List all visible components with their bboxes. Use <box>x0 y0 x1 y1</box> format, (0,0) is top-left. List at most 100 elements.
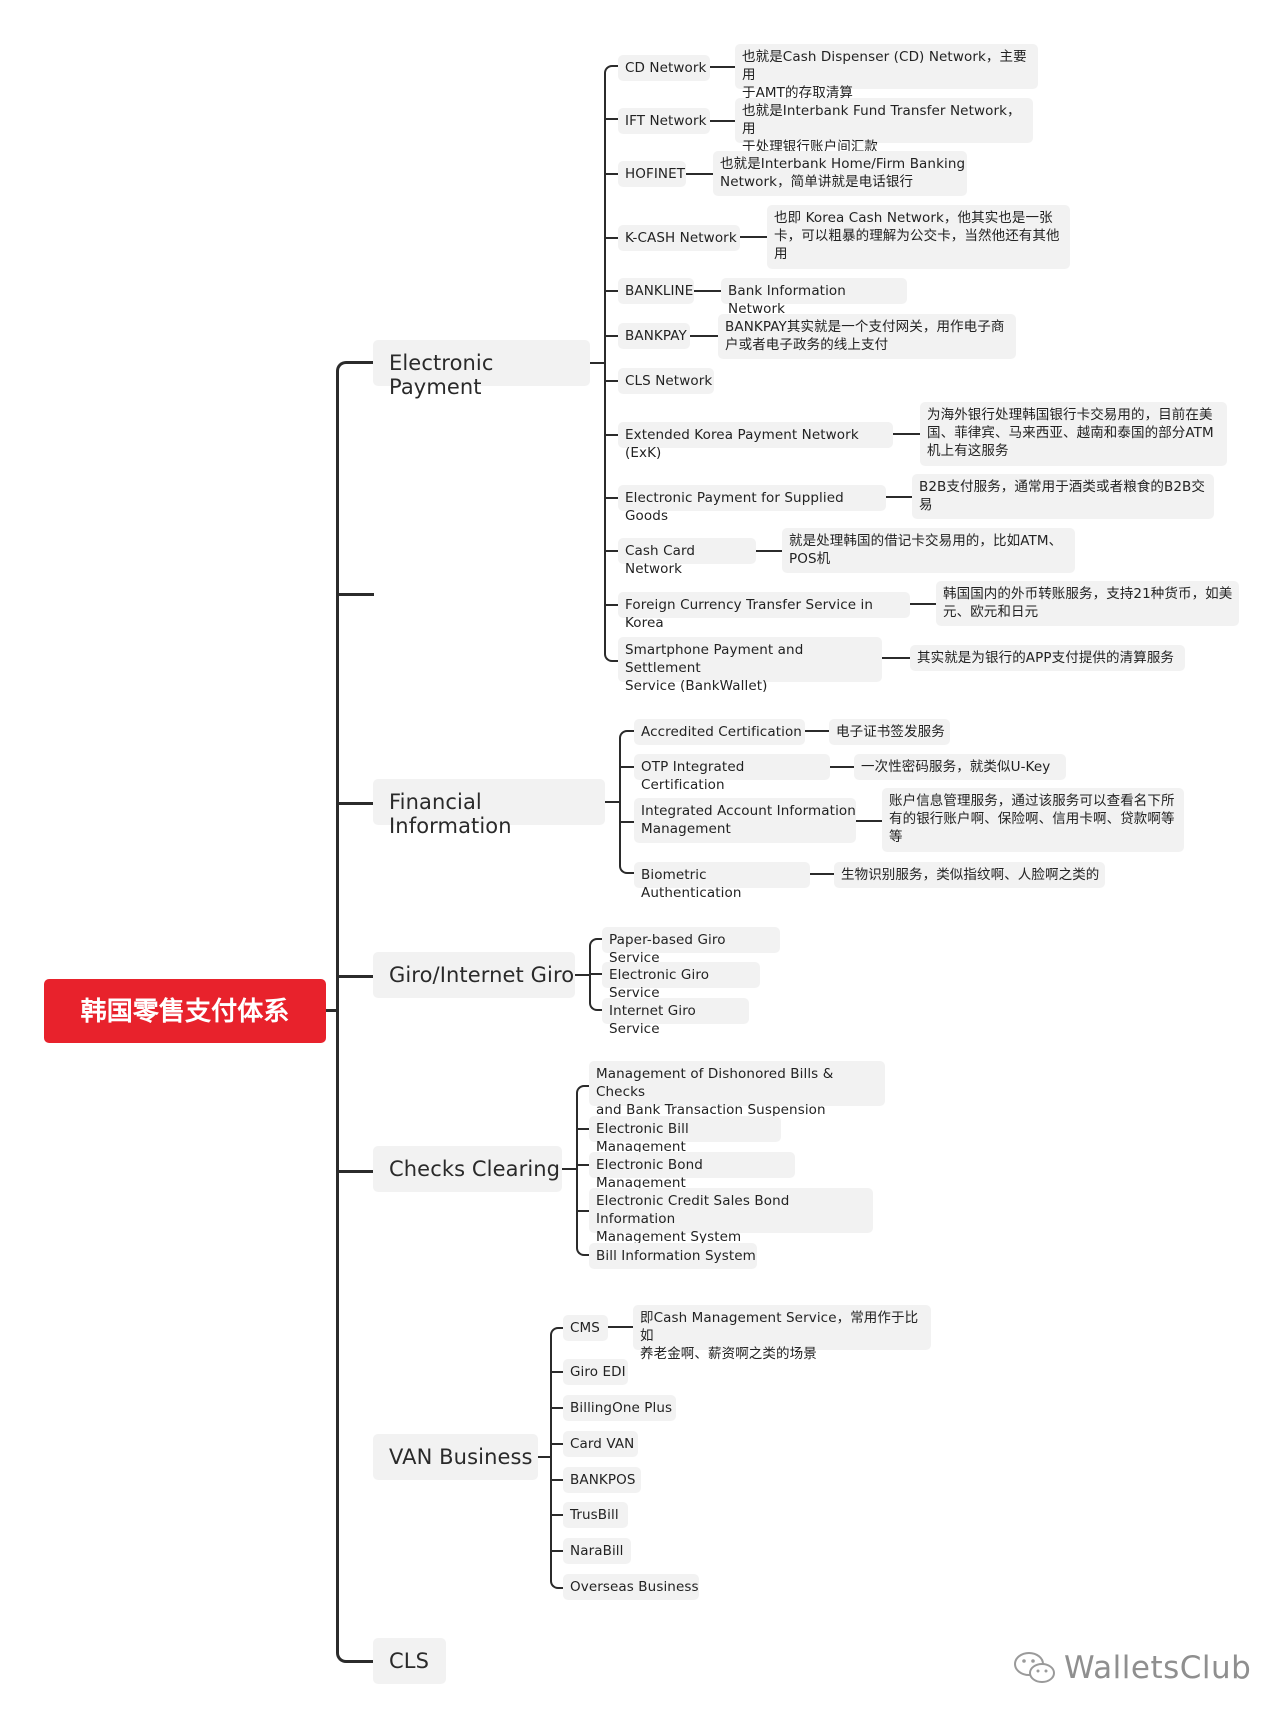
children-bracket <box>604 65 618 662</box>
node-label: HOFINET <box>625 166 686 182</box>
note-accredited-certification: 电子证书签发服务 <box>829 719 950 745</box>
branch-connector <box>337 593 374 596</box>
note-foreign-currency-transfer-service: 韩国国内的外币转账服务，支持21种货币，如美 元、欧元和日元 <box>936 581 1239 626</box>
node-label: IFT Network <box>625 113 707 129</box>
branch-connector <box>337 975 374 978</box>
node-label: K-CASH Network <box>625 230 737 246</box>
child-connector <box>576 1210 591 1212</box>
child-connector <box>604 290 618 292</box>
node-otp-integrated-certification: OTP Integrated Certification <box>634 754 830 793</box>
note-connector <box>690 335 718 337</box>
node-cd-network: CD Network <box>618 55 710 81</box>
note-text: 也就是Interbank Fund Transfer Network，用 于处理… <box>742 103 1021 155</box>
node-label: CD Network <box>625 60 707 76</box>
child-connector <box>619 766 634 768</box>
branch-label: VAN Business <box>389 1445 533 1469</box>
node-bankline: BANKLINE <box>618 278 694 304</box>
children-bracket <box>550 1327 565 1589</box>
node-k-cash-network: K-CASH Network <box>618 225 740 251</box>
note-text: 其实就是为银行的APP支付提供的清算服务 <box>917 650 1175 666</box>
child-connector <box>604 118 618 120</box>
child-connector <box>604 497 618 499</box>
note-biometric-authentication: 生物识别服务，类似指纹啊、人脸啊之类的 <box>834 862 1105 888</box>
node-card-van: Card VAN <box>563 1431 638 1457</box>
note-text: 就是处理韩国的借记卡交易用的，比如ATM、 POS机 <box>789 533 1063 567</box>
child-connector <box>550 1443 565 1445</box>
child-connector <box>604 173 618 175</box>
note-cash-card-network: 就是处理韩国的借记卡交易用的，比如ATM、 POS机 <box>782 528 1075 573</box>
note-extended-korea-payment-network: 为海外银行处理韩国银行卡交易用的，目前在美 国、菲律宾、马来西亚、越南和泰国的部… <box>920 402 1227 466</box>
note-cms: 即Cash Management Service，常用作于比如 养老金啊、薪资啊… <box>633 1305 931 1362</box>
note-connector <box>686 173 713 175</box>
root-trunk <box>336 361 374 1663</box>
note-k-cash-network: 也即 Korea Cash Network，他其实也是一张 卡，可以粗暴的理解为… <box>767 205 1070 269</box>
child-connector <box>550 1514 565 1516</box>
branch-van-business: VAN Business <box>373 1434 538 1480</box>
node-label: Smartphone Payment and Settlement Servic… <box>625 642 804 694</box>
node-label: Overseas Business <box>570 1579 699 1595</box>
node-integrated-account-information-management: Integrated Account Information Managemen… <box>634 798 856 843</box>
child-connector <box>550 1371 565 1373</box>
note-bankline: Bank Information Network <box>721 278 907 317</box>
note-text: 也即 Korea Cash Network，他其实也是一张 卡，可以粗暴的理解为… <box>774 210 1060 262</box>
node-internet-giro-service: Internet Giro Service <box>602 998 749 1037</box>
note-connector <box>710 120 735 122</box>
child-connector <box>550 1550 565 1552</box>
branch-cls: CLS <box>373 1638 446 1684</box>
note-connector <box>886 496 912 498</box>
node-label: BANKLINE <box>625 283 694 299</box>
node-electronic-credit-sales-bond: Electronic Credit Sales Bond Information… <box>589 1188 873 1245</box>
branch-connector <box>337 802 374 805</box>
note-connector <box>608 1326 633 1328</box>
branch-connector <box>590 362 606 364</box>
note-connector <box>810 873 834 875</box>
note-text: 为海外银行处理韩国银行卡交易用的，目前在美 国、菲律宾、马来西亚、越南和泰国的部… <box>927 407 1214 459</box>
branch-connector <box>538 1456 552 1458</box>
node-electronic-giro-service: Electronic Giro Service <box>602 962 760 1001</box>
node-cash-card-network: Cash Card Network <box>618 538 756 577</box>
note-electronic-payment-for-supplied-goods: B2B支付服务，通常用于酒类或者粮食的B2B交 易 <box>912 474 1214 519</box>
node-billingone-plus: BillingOne Plus <box>563 1395 676 1421</box>
note-text: BANKPAY其实就是一个支付网关，用作电子商 户或者电子政务的线上支付 <box>725 319 1005 353</box>
node-label: Cash Card Network <box>625 543 696 577</box>
child-connector <box>576 1164 591 1166</box>
note-text: B2B支付服务，通常用于酒类或者粮食的B2B交 易 <box>919 479 1206 513</box>
node-label: BillingOne Plus <box>570 1400 673 1416</box>
node-label: TrusBill <box>570 1507 619 1523</box>
node-bill-information-system: Bill Information System <box>589 1243 757 1269</box>
branch-connector <box>337 1170 374 1173</box>
note-text: 电子证书签发服务 <box>836 724 945 740</box>
child-connector <box>576 1128 591 1130</box>
note-connector <box>694 290 721 292</box>
note-connector <box>805 730 829 732</box>
node-label: Integrated Account Information Managemen… <box>641 803 856 837</box>
child-connector <box>604 604 618 606</box>
node-smartphone-payment-bankwallet: Smartphone Payment and Settlement Servic… <box>618 637 882 694</box>
note-cd-network: 也就是Cash Dispenser (CD) Network，主要用 于AMT的… <box>735 44 1038 101</box>
branch-connector <box>605 801 621 803</box>
note-connector <box>893 433 920 435</box>
root-connector <box>326 1009 338 1012</box>
note-text: 即Cash Management Service，常用作于比如 养老金啊、薪资啊… <box>640 1310 919 1362</box>
node-bankpos: BANKPOS <box>563 1467 641 1493</box>
node-biometric-authentication: Biometric Authentication <box>634 862 810 901</box>
child-connector <box>550 1479 565 1481</box>
note-text: 生物识别服务，类似指纹啊、人脸啊之类的 <box>841 867 1100 883</box>
node-label: Electronic Payment for Supplied Goods <box>625 490 844 524</box>
branch-checks-clearing: Checks Clearing <box>373 1146 562 1192</box>
node-trusbill: TrusBill <box>563 1502 628 1528</box>
branch-electronic-payment: Electronic Payment <box>373 340 590 399</box>
node-foreign-currency-transfer-service: Foreign Currency Transfer Service in Kor… <box>618 592 910 631</box>
node-label: NaraBill <box>570 1543 624 1559</box>
note-connector <box>856 820 882 822</box>
node-label: Electronic Giro Service <box>609 967 710 1001</box>
note-connector <box>910 603 936 605</box>
branch-label: Giro/Internet Giro <box>389 963 575 987</box>
node-label: Electronic Bill Management <box>596 1121 689 1155</box>
node-electronic-bond-management: Electronic Bond Management <box>589 1152 795 1191</box>
note-text: 账户信息管理服务，通过该服务可以查看名下所 有的银行账户啊、保险啊、信用卡啊、贷… <box>889 793 1175 845</box>
child-connector <box>604 380 618 382</box>
node-narabill: NaraBill <box>563 1538 631 1564</box>
node-extended-korea-payment-network: Extended Korea Payment Network (ExK) <box>618 422 893 461</box>
node-label: Electronic Bond Management <box>596 1157 703 1191</box>
